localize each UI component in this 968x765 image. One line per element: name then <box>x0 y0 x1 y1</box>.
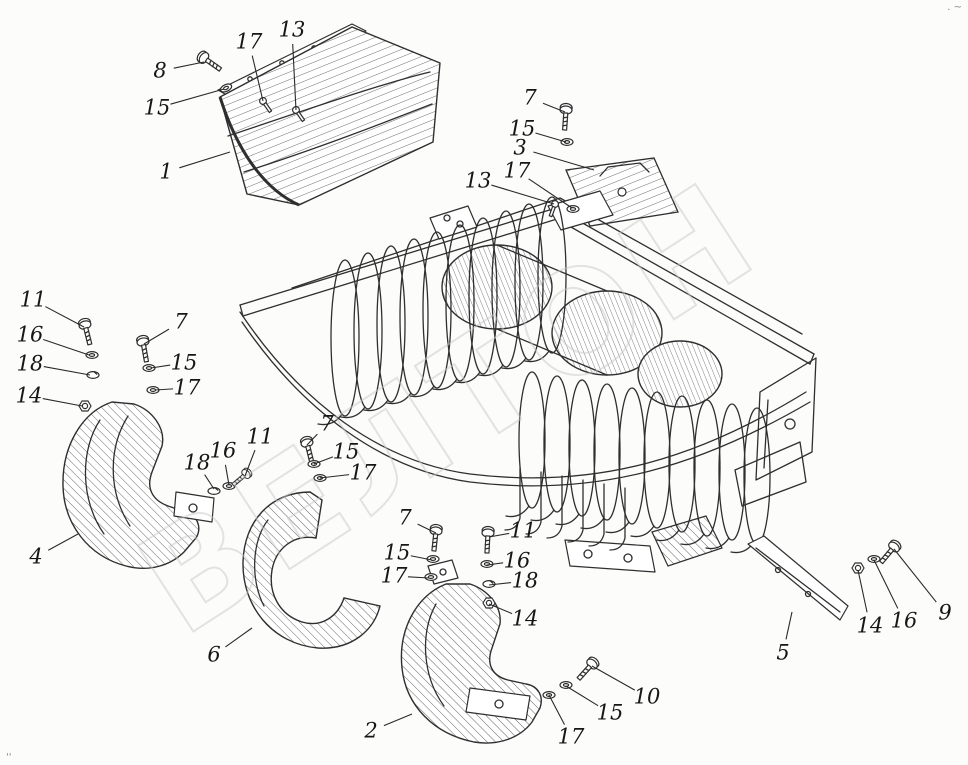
part-callout-13: 13 <box>464 168 492 193</box>
part-callout-14: 14 <box>15 383 43 408</box>
part-callout-17: 17 <box>503 158 531 183</box>
part-callout-15: 15 <box>170 350 198 375</box>
part-callout-16: 16 <box>890 608 918 633</box>
part-callout-15: 15 <box>596 700 624 725</box>
part-callout-8: 8 <box>153 58 167 83</box>
part-callout-16: 16 <box>503 548 531 573</box>
part-callout-16: 16 <box>16 322 44 347</box>
part-callout-7: 7 <box>320 411 334 436</box>
machine-frame <box>239 190 817 573</box>
part-callout-10: 10 <box>633 684 661 709</box>
part-2-lower-guard <box>400 559 542 744</box>
part-callout-17: 17 <box>173 375 201 400</box>
part-callout-1: 1 <box>159 159 173 184</box>
part-5-angle-bar <box>747 535 849 621</box>
part-callout-15: 15 <box>383 540 411 565</box>
part-callout-9: 9 <box>938 600 952 625</box>
part-callout-17: 17 <box>235 29 263 54</box>
part-callout-18: 18 <box>16 351 44 376</box>
part-callout-13: 13 <box>278 17 306 42</box>
part-6-hook-bracket <box>242 491 381 649</box>
part-callout-2: 2 <box>364 718 378 743</box>
part-callout-15: 15 <box>508 116 536 141</box>
part-4-left-guard <box>62 401 215 569</box>
part-callout-7: 7 <box>174 309 188 334</box>
part-callout-15: 15 <box>332 439 360 464</box>
part-callout-3: 3 <box>513 135 527 160</box>
part-callout-11: 11 <box>19 287 47 312</box>
scan-artifact-bottom-left: '' <box>6 752 12 763</box>
part-callout-18: 18 <box>183 450 211 475</box>
part-callout-17: 17 <box>380 563 408 588</box>
part-callout-17: 17 <box>349 460 377 485</box>
part-callout-14: 14 <box>511 606 539 631</box>
part-callout-15: 15 <box>143 95 171 120</box>
part-callout-17: 17 <box>557 724 585 749</box>
part-callout-11: 11 <box>509 518 537 543</box>
part-callout-4: 4 <box>29 544 43 569</box>
part-callout-14: 14 <box>856 613 884 638</box>
part-callout-7: 7 <box>523 85 537 110</box>
part-callout-18: 18 <box>511 568 539 593</box>
part-callout-7: 7 <box>398 505 412 530</box>
part-callout-6: 6 <box>207 642 221 667</box>
part-callout-16: 16 <box>209 438 237 463</box>
part-callout-5: 5 <box>776 640 790 665</box>
part-1-top-cover <box>217 23 441 207</box>
part-callout-11: 11 <box>246 424 274 449</box>
scan-artifact-top-right: . ~ <box>947 2 962 13</box>
